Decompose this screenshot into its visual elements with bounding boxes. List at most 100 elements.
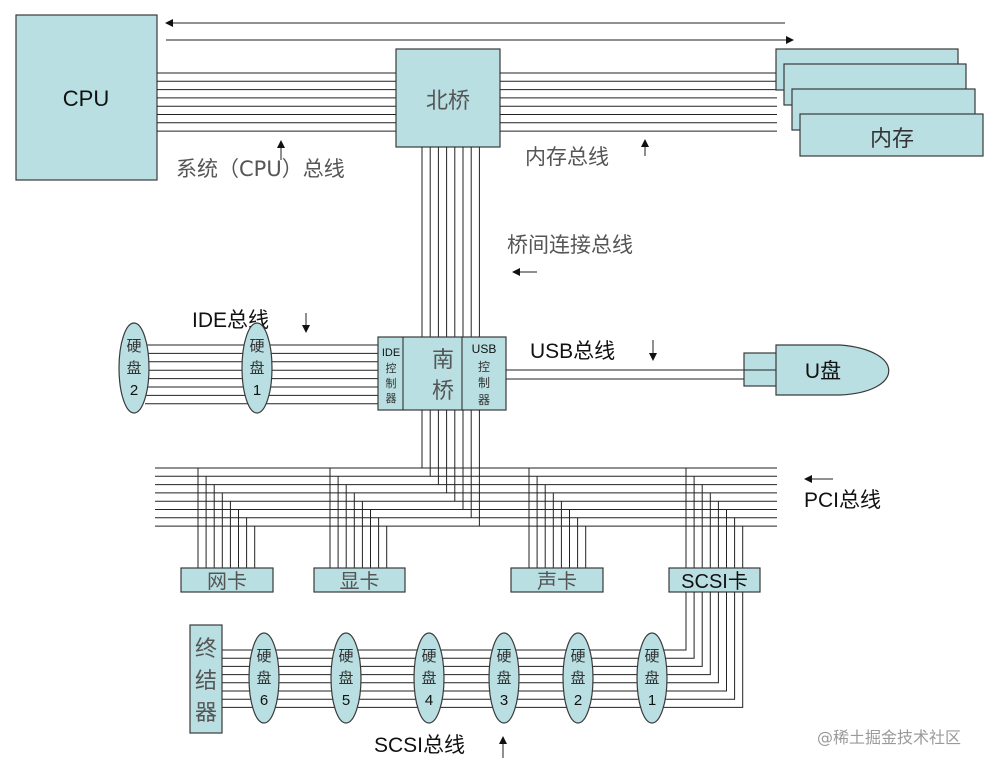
scsi-disk: 硬盘 3 [488,632,520,724]
disk-label: 硬 [338,647,353,665]
pci-card: 声卡 [510,567,604,593]
terminator-label: 终 [195,637,217,662]
scsi-bus-line [222,592,703,667]
scsi-bus-line [222,592,744,708]
ide-disk: 硬盘 1 [241,322,273,414]
disk-shape [248,632,280,724]
memory-label: 内存 [870,127,914,152]
scsi-bus-line [222,592,711,676]
disk-label: 1 [253,382,261,399]
disk-shape [241,322,273,414]
memory-bus-label: 内存总线 [525,145,609,169]
scsi-bus-line [222,592,687,651]
memory-stack: 内存 [775,48,984,157]
scsi-disk: 硬盘1 [636,632,668,724]
pci-card-label: SCSI卡 [681,570,748,593]
cpu-label: CPU [63,86,109,111]
pci-card-box [510,567,604,593]
disk-label: 2 [130,382,138,399]
disk-label: 硬 [570,647,585,665]
usb-disk: U盘 [743,344,890,396]
pci-bus-wires [155,410,777,568]
scsi-bus-line [222,592,736,700]
north-bridge-label: 北桥 [426,89,470,114]
usb-disk-label: U盘 [805,360,841,383]
bridge-bus-label: 桥间连接总线 [507,233,633,257]
pci-card-label: 网卡 [207,569,247,593]
disk-label: 硬 [249,337,264,355]
disk-label: 盘 [421,669,436,687]
disk-label: 2 [574,692,582,709]
system-bus-wires [157,72,396,132]
scsi-disk: 硬盘 5 [330,632,362,724]
usb-controller-label: 制 [478,376,490,390]
scsi-disk: 硬盘 6 [248,632,280,724]
ide-controller-label: 制 [386,377,397,390]
usb-bus-label: USB总线 [530,340,615,363]
disk-label: 硬 [126,337,141,355]
pci-card: 网卡 [180,567,274,593]
usb-controller-label: 控 [478,360,490,374]
scsi-disk: 硬盘 4 [413,632,445,724]
ide-controller: IDE 控 制 器 [382,347,400,405]
pci-card-box [313,567,406,593]
usb-controller: USB 控 制 器 [472,342,497,407]
disk-label: 盘 [249,359,264,377]
disk-label: 6 [260,692,268,709]
scsi-bus-wires [222,592,744,708]
disk-label: 硬 [256,647,271,665]
pci-card-label: 声卡 [537,569,577,593]
north-bridge-box: 北桥 [395,48,501,148]
disk-label: 3 [500,692,508,709]
scsi-bus-line [222,592,719,684]
terminator: 终 结 器 [189,624,223,734]
pci-bus-label: PCI总线 [804,489,881,512]
disk-label: 硬 [644,647,659,665]
pci-card-label: 显卡 [340,569,380,593]
disk-label: 盘 [644,669,659,687]
south-bridge-label-1: 南 [432,348,454,373]
ide-bus-label: IDE总线 [192,309,269,332]
usb-controller-label: USB [472,342,497,356]
system-bus-label: 系统（CPU）总线 [176,157,345,181]
usb-controller-label: 器 [478,393,490,407]
pci-card-box [668,567,761,593]
disk-label: 硬 [421,647,436,665]
disk-shape [636,632,668,724]
south-bridge-label-2: 桥 [432,379,454,404]
scsi-bus-line [222,592,727,692]
scsi-bus-label: SCSI总线 [374,734,465,757]
usb-bus-wires [506,369,744,380]
watermark: @稀土掘金技术社区 [817,728,961,747]
pci-cards: 网卡 显卡 声卡 SCSI卡 [180,567,761,593]
disk-shape [118,322,150,414]
pci-card-box [180,567,274,593]
disk-label: 盘 [496,669,511,687]
scsi-disk: 硬盘 2 [562,632,594,724]
disk-label: 盘 [570,669,585,687]
disk-label: 5 [342,692,350,709]
disk-label: 4 [425,692,433,709]
disk-label: 盘 [126,359,141,377]
ide-controller-label: 控 [386,361,397,375]
ide-controller-label: 器 [386,392,397,405]
disk-shape [488,632,520,724]
memory-bus-wires [500,72,777,132]
scsi-bus-line [222,592,695,659]
cpu-box: CPU [15,14,158,181]
ide-controller-label: IDE [382,347,400,359]
disk-shape [562,632,594,724]
disk-label: 硬 [496,647,511,665]
bridge-bus-wires [421,147,480,337]
disk-label: 盘 [338,669,353,687]
pci-card: 显卡 [313,567,406,593]
disk-label: 盘 [256,669,271,687]
ide-disk: 硬盘 2 [118,322,150,414]
pci-card: SCSI卡 [668,567,761,593]
terminator-label: 器 [195,701,217,726]
disk-shape [330,632,362,724]
south-bridge-box: 南 桥 IDE 控 制 器 USB 控 制 器 [377,336,507,411]
